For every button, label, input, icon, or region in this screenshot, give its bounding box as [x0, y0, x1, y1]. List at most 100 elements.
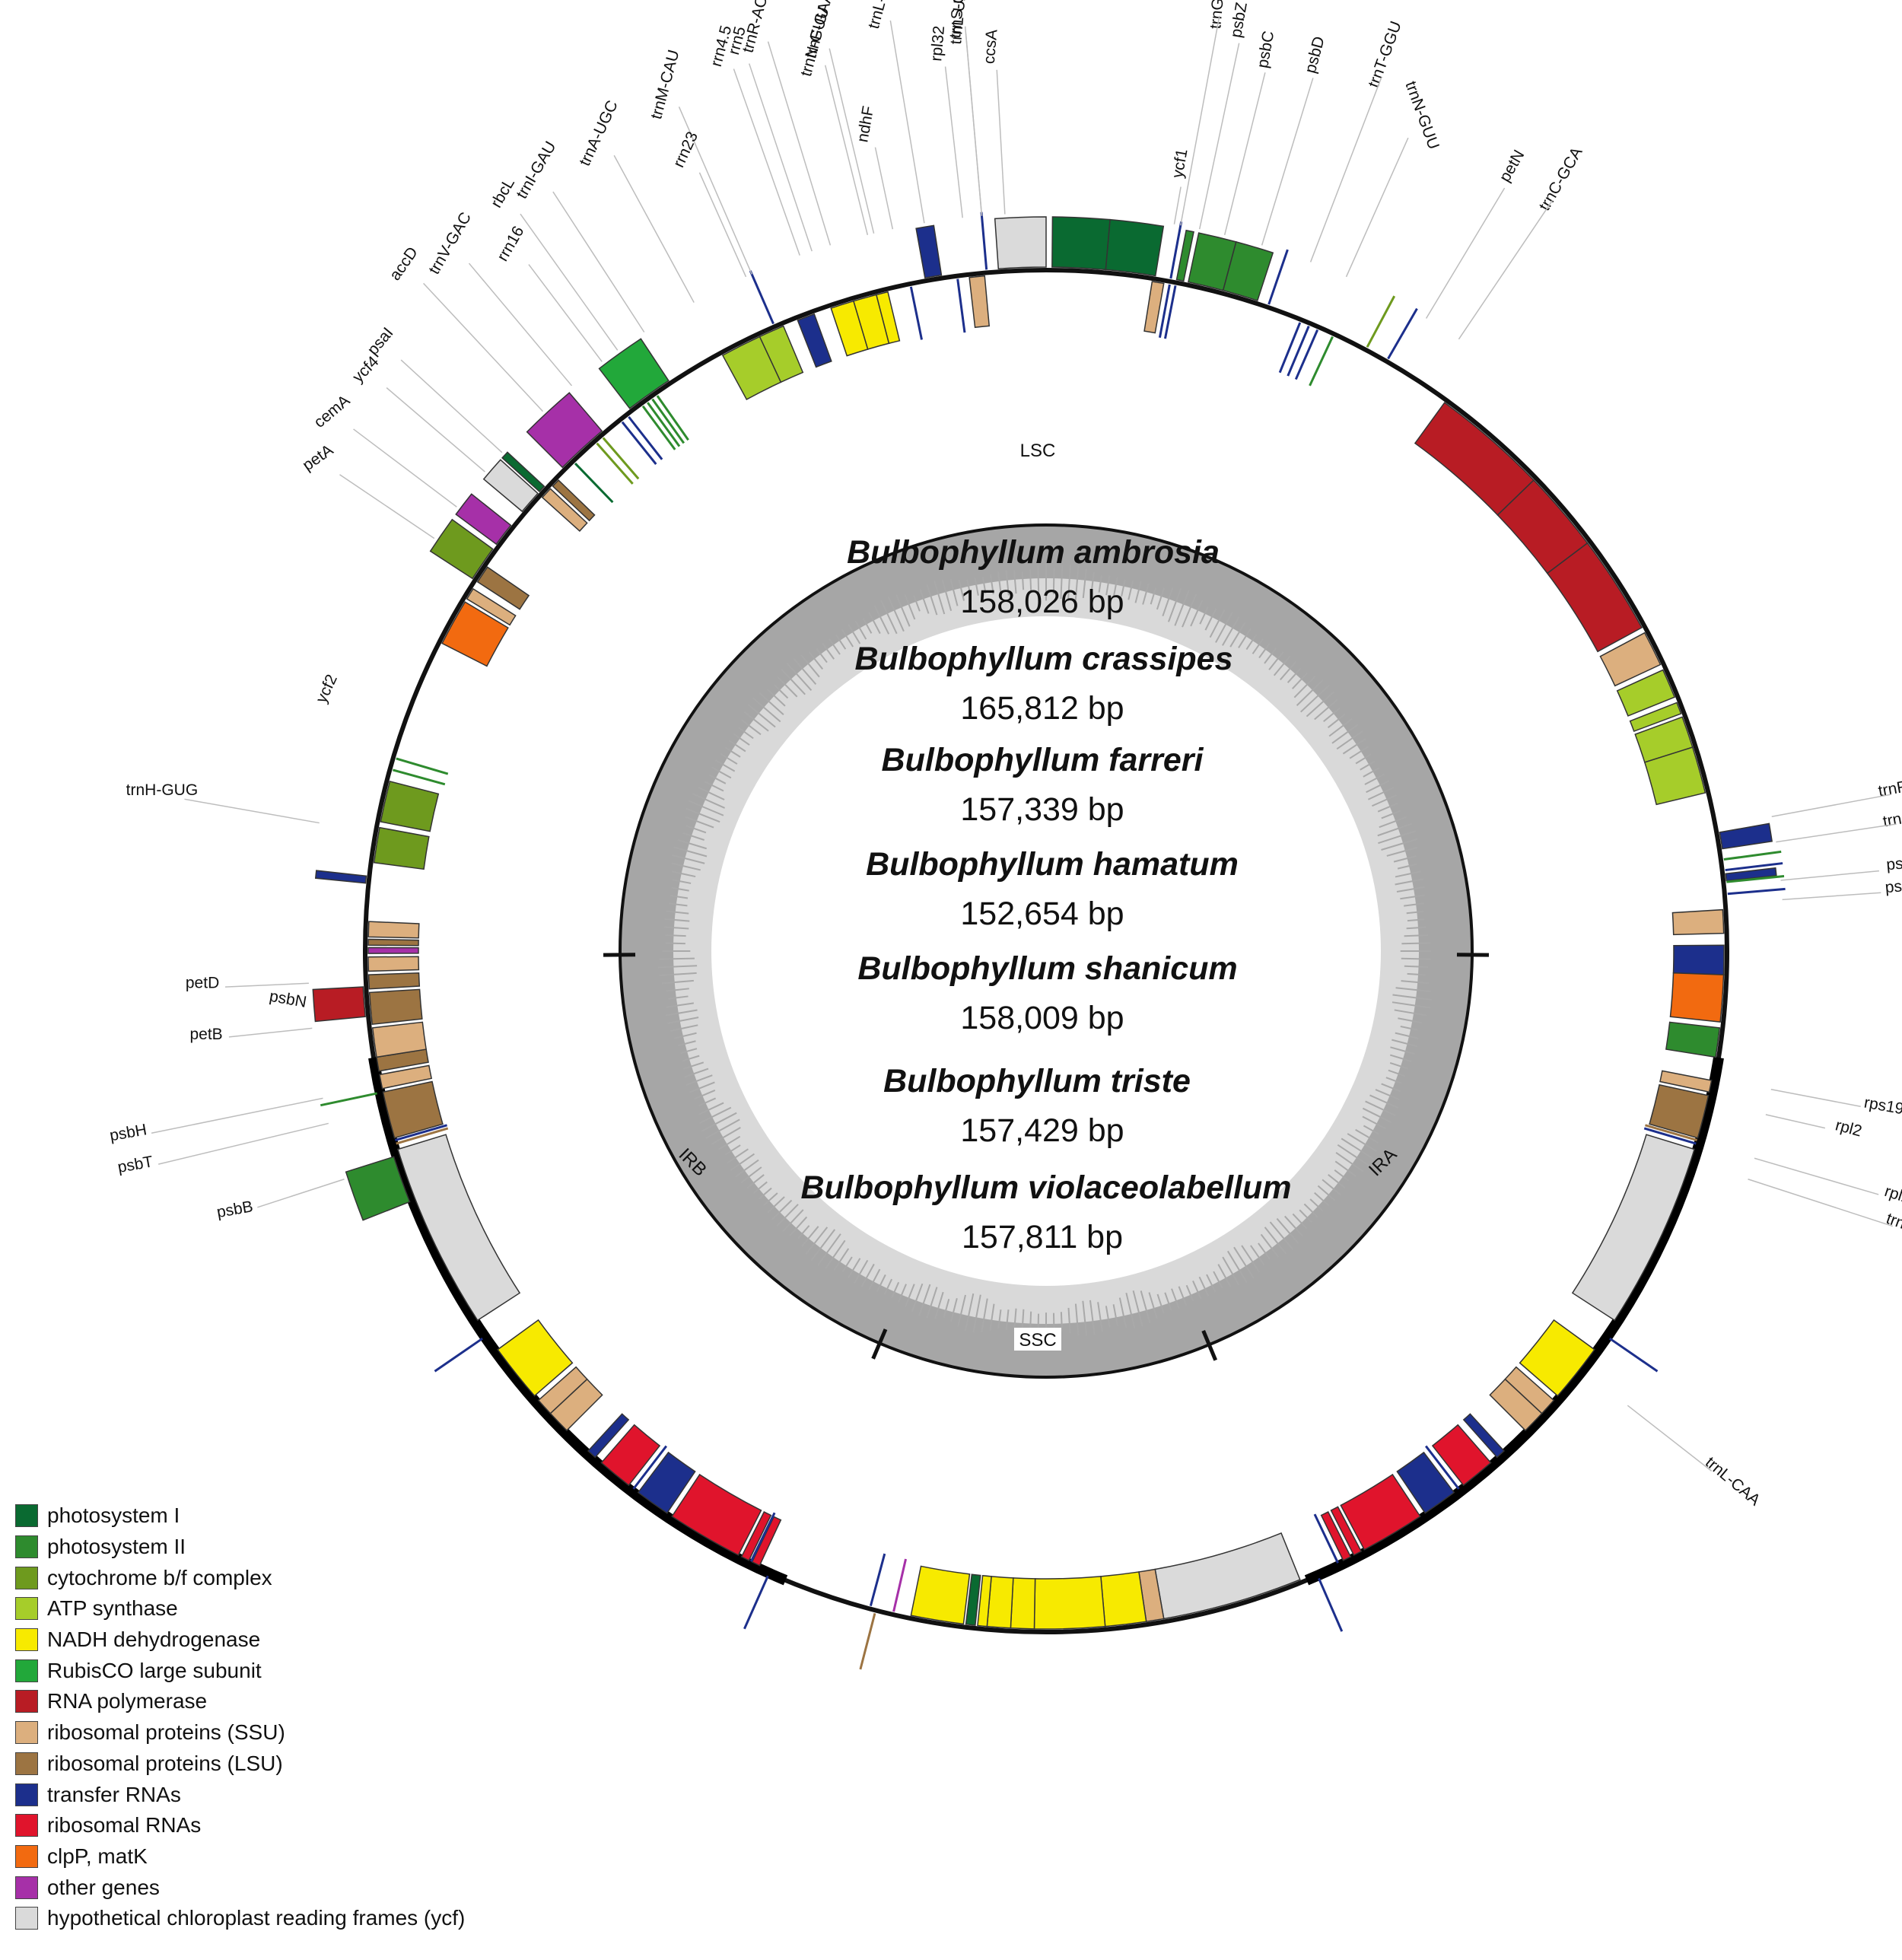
gene-tick-trnS-GCU [1725, 862, 1783, 872]
legend-label: other genes [47, 1875, 160, 1899]
gene-label: psbC [1254, 30, 1277, 69]
gene-tick-petN [1366, 295, 1396, 348]
gene-label: trnR-UCU [1877, 771, 1902, 800]
legend-item: NADH dehydrogenase [15, 1624, 465, 1656]
gene-label: cemA [310, 392, 353, 431]
gene-block-rps2 [1599, 632, 1662, 687]
gene-tick-trnY-GUA [1287, 326, 1310, 377]
species-list: Bulbophyllum ambrosia 158,026 bp Bulboph… [800, 534, 1291, 1255]
gc-spike [810, 1229, 836, 1262]
gc-spike [1388, 1069, 1405, 1077]
gene-block-rrn23 [671, 1473, 762, 1556]
gc-spike [841, 628, 854, 648]
gc-spike [685, 825, 707, 834]
gc-spike [659, 972, 697, 977]
gene-tick-trnW-CCA [621, 421, 657, 465]
gene-block-psaB [1105, 218, 1165, 277]
gc-spike [1226, 1250, 1248, 1284]
gc-spike [672, 879, 692, 884]
gc-spike [1245, 634, 1258, 651]
label-leader-line [1748, 1179, 1893, 1227]
gc-spike [1335, 1152, 1364, 1172]
gene-block-rrn4.5 [740, 1511, 772, 1561]
gc-spike [880, 600, 898, 635]
gene-label: ndhF [854, 105, 877, 144]
gene-block-accD [526, 392, 603, 469]
gc-spike [816, 648, 828, 663]
legend-item: other genes [15, 1872, 465, 1903]
gc-spike [1367, 787, 1395, 800]
gc-spike [720, 753, 738, 765]
gc-spike [1377, 802, 1398, 813]
gene-block-trnV-GAC [587, 1413, 630, 1459]
gene-tick-trnD-GUC [1294, 329, 1319, 380]
gene-block-rps19 [1659, 1070, 1713, 1093]
label-leader-line [151, 1097, 323, 1134]
gene-block-rps4 [968, 275, 991, 329]
gc-spike [966, 579, 972, 597]
gene-block-trnV-GAC [1462, 1413, 1506, 1459]
gene-block-atpB [721, 336, 782, 400]
species-size: 157,339 bp [960, 791, 1124, 828]
gc-content-profile [657, 563, 1432, 1336]
gc-spike [1121, 579, 1126, 597]
gc-spike [1134, 581, 1142, 603]
gene-label: petN [1496, 147, 1528, 185]
gc-spike [668, 995, 689, 1000]
gene-label: trnI-CAU [1884, 1210, 1902, 1248]
gc-spike [1105, 1306, 1111, 1328]
gene-block-trnR-UCU [1719, 822, 1773, 850]
gene-label: trnM-CAU [647, 48, 682, 121]
gene-block-trnL-UAA [915, 224, 943, 279]
gene-block-rrn16 [600, 1424, 661, 1487]
gc-spike [685, 1074, 713, 1086]
label-leader-line [1627, 1405, 1713, 1472]
gc-spike [727, 1148, 749, 1164]
gc-spike [1112, 577, 1118, 597]
gc-spike [1199, 606, 1209, 625]
species-name: Bulbophyllum ambrosia [847, 534, 1220, 571]
gc-spike [1292, 672, 1308, 689]
gc-spike [1406, 926, 1426, 930]
legend-label: RubisCO large subunit [47, 1658, 262, 1682]
gc-spike [1404, 902, 1424, 907]
gc-spike [1407, 918, 1425, 922]
gene-block-rps11 [367, 921, 420, 939]
gc-spike [1375, 1089, 1400, 1101]
gc-spike [704, 781, 724, 792]
gc-spike [752, 697, 781, 723]
gc-spike [1238, 628, 1252, 648]
gc-spike [1222, 1256, 1240, 1286]
gc-spike [1178, 1286, 1188, 1306]
gc-spike [997, 571, 1002, 596]
gene-tick-trnP-UGG [628, 415, 663, 460]
species-name: Bulbophyllum hamatum [866, 846, 1239, 883]
gc-spike [1260, 1233, 1280, 1258]
gene-block-rpl2 [1649, 1083, 1710, 1139]
gc-spike [1341, 1138, 1375, 1160]
gc-spike [1293, 675, 1316, 698]
gene-block-ndhI [1010, 1577, 1036, 1630]
label-leader-line [339, 474, 435, 539]
gene-label: trnN-GUU [1401, 79, 1442, 152]
label-leader-line [1309, 77, 1382, 262]
gc-spike [825, 1239, 846, 1269]
legend-item: cytochrome b/f complex [15, 1562, 465, 1593]
gc-spike [672, 870, 696, 878]
gene-label: rrn23 [670, 129, 702, 170]
legend-label: transfer RNAs [47, 1782, 181, 1806]
species-name: Bulbophyllum farreri [882, 742, 1204, 778]
gc-spike [1400, 894, 1425, 900]
gene-tick-trnfM-CAU [1158, 284, 1171, 339]
label-leader-line [184, 798, 320, 824]
gc-spike [734, 1159, 759, 1178]
gc-spike [781, 668, 806, 695]
gene-label: accD [386, 244, 421, 284]
gc-spike [1171, 1288, 1180, 1309]
gene-label: ccsA [981, 29, 1001, 65]
gc-spike [683, 1061, 705, 1070]
gene-tick-trnS-UGA [1163, 285, 1177, 339]
gc-spike [958, 579, 965, 601]
gene-tick-psbJ [656, 395, 689, 441]
gc-spike [740, 1166, 762, 1184]
